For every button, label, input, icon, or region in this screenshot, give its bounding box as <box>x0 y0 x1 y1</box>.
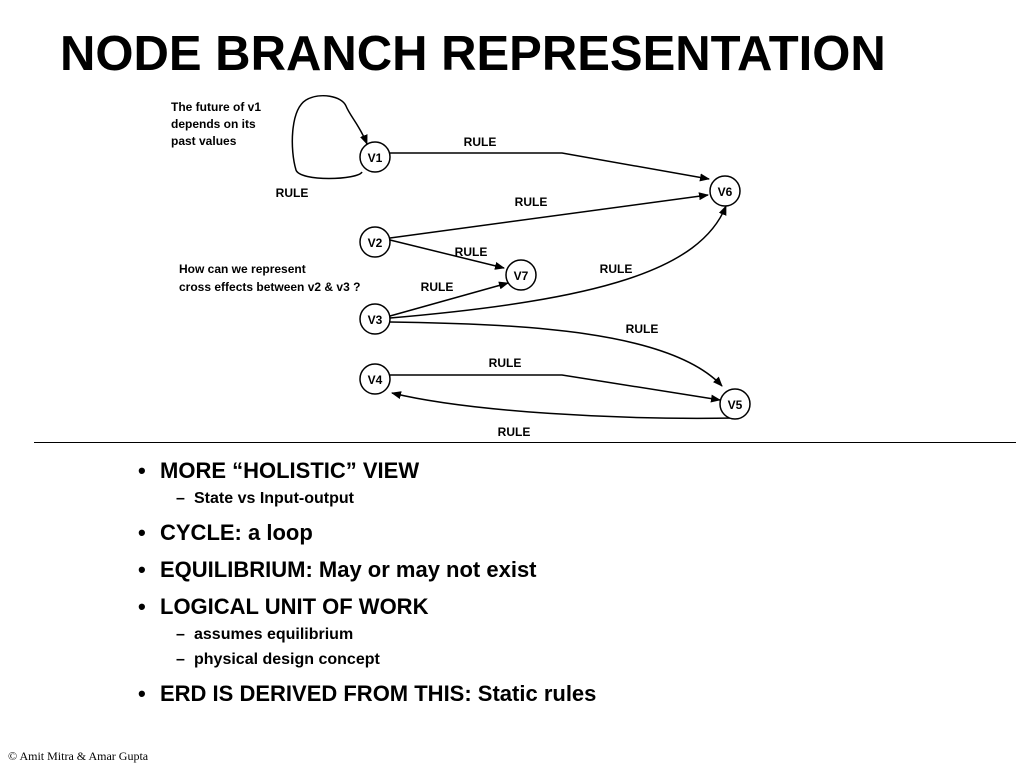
edge-v4-v5 <box>390 374 721 403</box>
bullet-item: MORE “HOLISTIC” VIEW State vs Input-outp… <box>138 458 596 509</box>
rule-label-v3-v6: RULE <box>600 262 633 276</box>
rule-label-v1-v6: RULE <box>464 135 497 149</box>
note-v1-future: The future of v1 depends on its past val… <box>171 100 261 148</box>
note-v1-line-2: depends on its <box>171 117 256 131</box>
bullet-text: MORE “HOLISTIC” VIEW <box>160 458 420 483</box>
node-v4: V4 <box>359 363 391 395</box>
node-v5: V5 <box>719 388 751 420</box>
node-v3: V3 <box>359 303 391 335</box>
rule-label-v2-v7: RULE <box>455 245 488 259</box>
node-label-v3: V3 <box>368 313 383 327</box>
note-v1-line-1: The future of v1 <box>171 100 261 114</box>
node-label-v1: V1 <box>368 151 383 165</box>
node-label-v4: V4 <box>368 373 383 387</box>
bullet-item: CYCLE: a loop <box>138 520 596 546</box>
note-cross-line-1: How can we represent <box>179 262 306 276</box>
edge-v1-v6 <box>389 152 710 182</box>
bullet-text: CYCLE: a loop <box>160 520 313 545</box>
node-label-v5: V5 <box>728 398 743 412</box>
rule-label-v5-v4: RULE <box>498 425 531 439</box>
node-v6: V6 <box>709 175 741 207</box>
node-label-v6: V6 <box>718 185 733 199</box>
rule-label-v3-v5: RULE <box>626 322 659 336</box>
bullet-list: MORE “HOLISTIC” VIEW State vs Input-outp… <box>138 458 597 718</box>
divider-line <box>34 442 1016 443</box>
bullet-text: EQUILIBRIUM: May or may not exist <box>160 557 537 582</box>
node-v1: V1 <box>359 141 391 173</box>
page-title: NODE BRANCH REPRESENTATION <box>60 27 886 81</box>
node-label-v7: V7 <box>514 269 529 283</box>
edge-v5-v4 <box>391 391 736 420</box>
edge-v3-v7 <box>389 281 509 317</box>
edge-v2-v7 <box>389 239 505 270</box>
node-label-v2: V2 <box>368 236 383 250</box>
note-v1-line-3: past values <box>171 134 237 148</box>
edge-v3-v6 <box>389 205 727 319</box>
rule-label-v2-v6: RULE <box>515 195 548 209</box>
bullet-item: EQUILIBRIUM: May or may not exist <box>138 557 596 583</box>
bullet-item: LOGICAL UNIT OF WORK assumes equilibrium… <box>138 594 596 670</box>
sub-bullet-item: physical design concept <box>176 650 596 670</box>
note-cross-effects: How can we represent cross effects betwe… <box>179 262 360 294</box>
bullet-text: ERD IS DERIVED FROM THIS: Static rules <box>160 681 597 706</box>
bullet-item: ERD IS DERIVED FROM THIS: Static rules <box>138 681 597 707</box>
node-branch-diagram: RULE RULE RULE RULE RULE RULE RULE RULE … <box>171 94 751 439</box>
node-v7: V7 <box>505 259 537 291</box>
sub-bullet-item: State vs Input-output <box>176 489 596 509</box>
edge-v2-v6 <box>389 192 709 239</box>
bullet-text: LOGICAL UNIT OF WORK <box>160 594 429 619</box>
copyright-footer: © Amit Mitra & Amar Gupta <box>8 749 149 763</box>
node-v2: V2 <box>359 226 391 258</box>
rule-label-v3-v7: RULE <box>421 280 454 294</box>
rule-label-v1-self: RULE <box>276 186 309 200</box>
rule-label-v4-v5: RULE <box>489 356 522 370</box>
edge-v3-v5 <box>389 321 723 387</box>
sub-bullet-item: assumes equilibrium <box>176 625 596 645</box>
note-cross-line-2: cross effects between v2 & v3 ? <box>179 280 360 294</box>
edge-v1-self-loop <box>291 94 368 180</box>
